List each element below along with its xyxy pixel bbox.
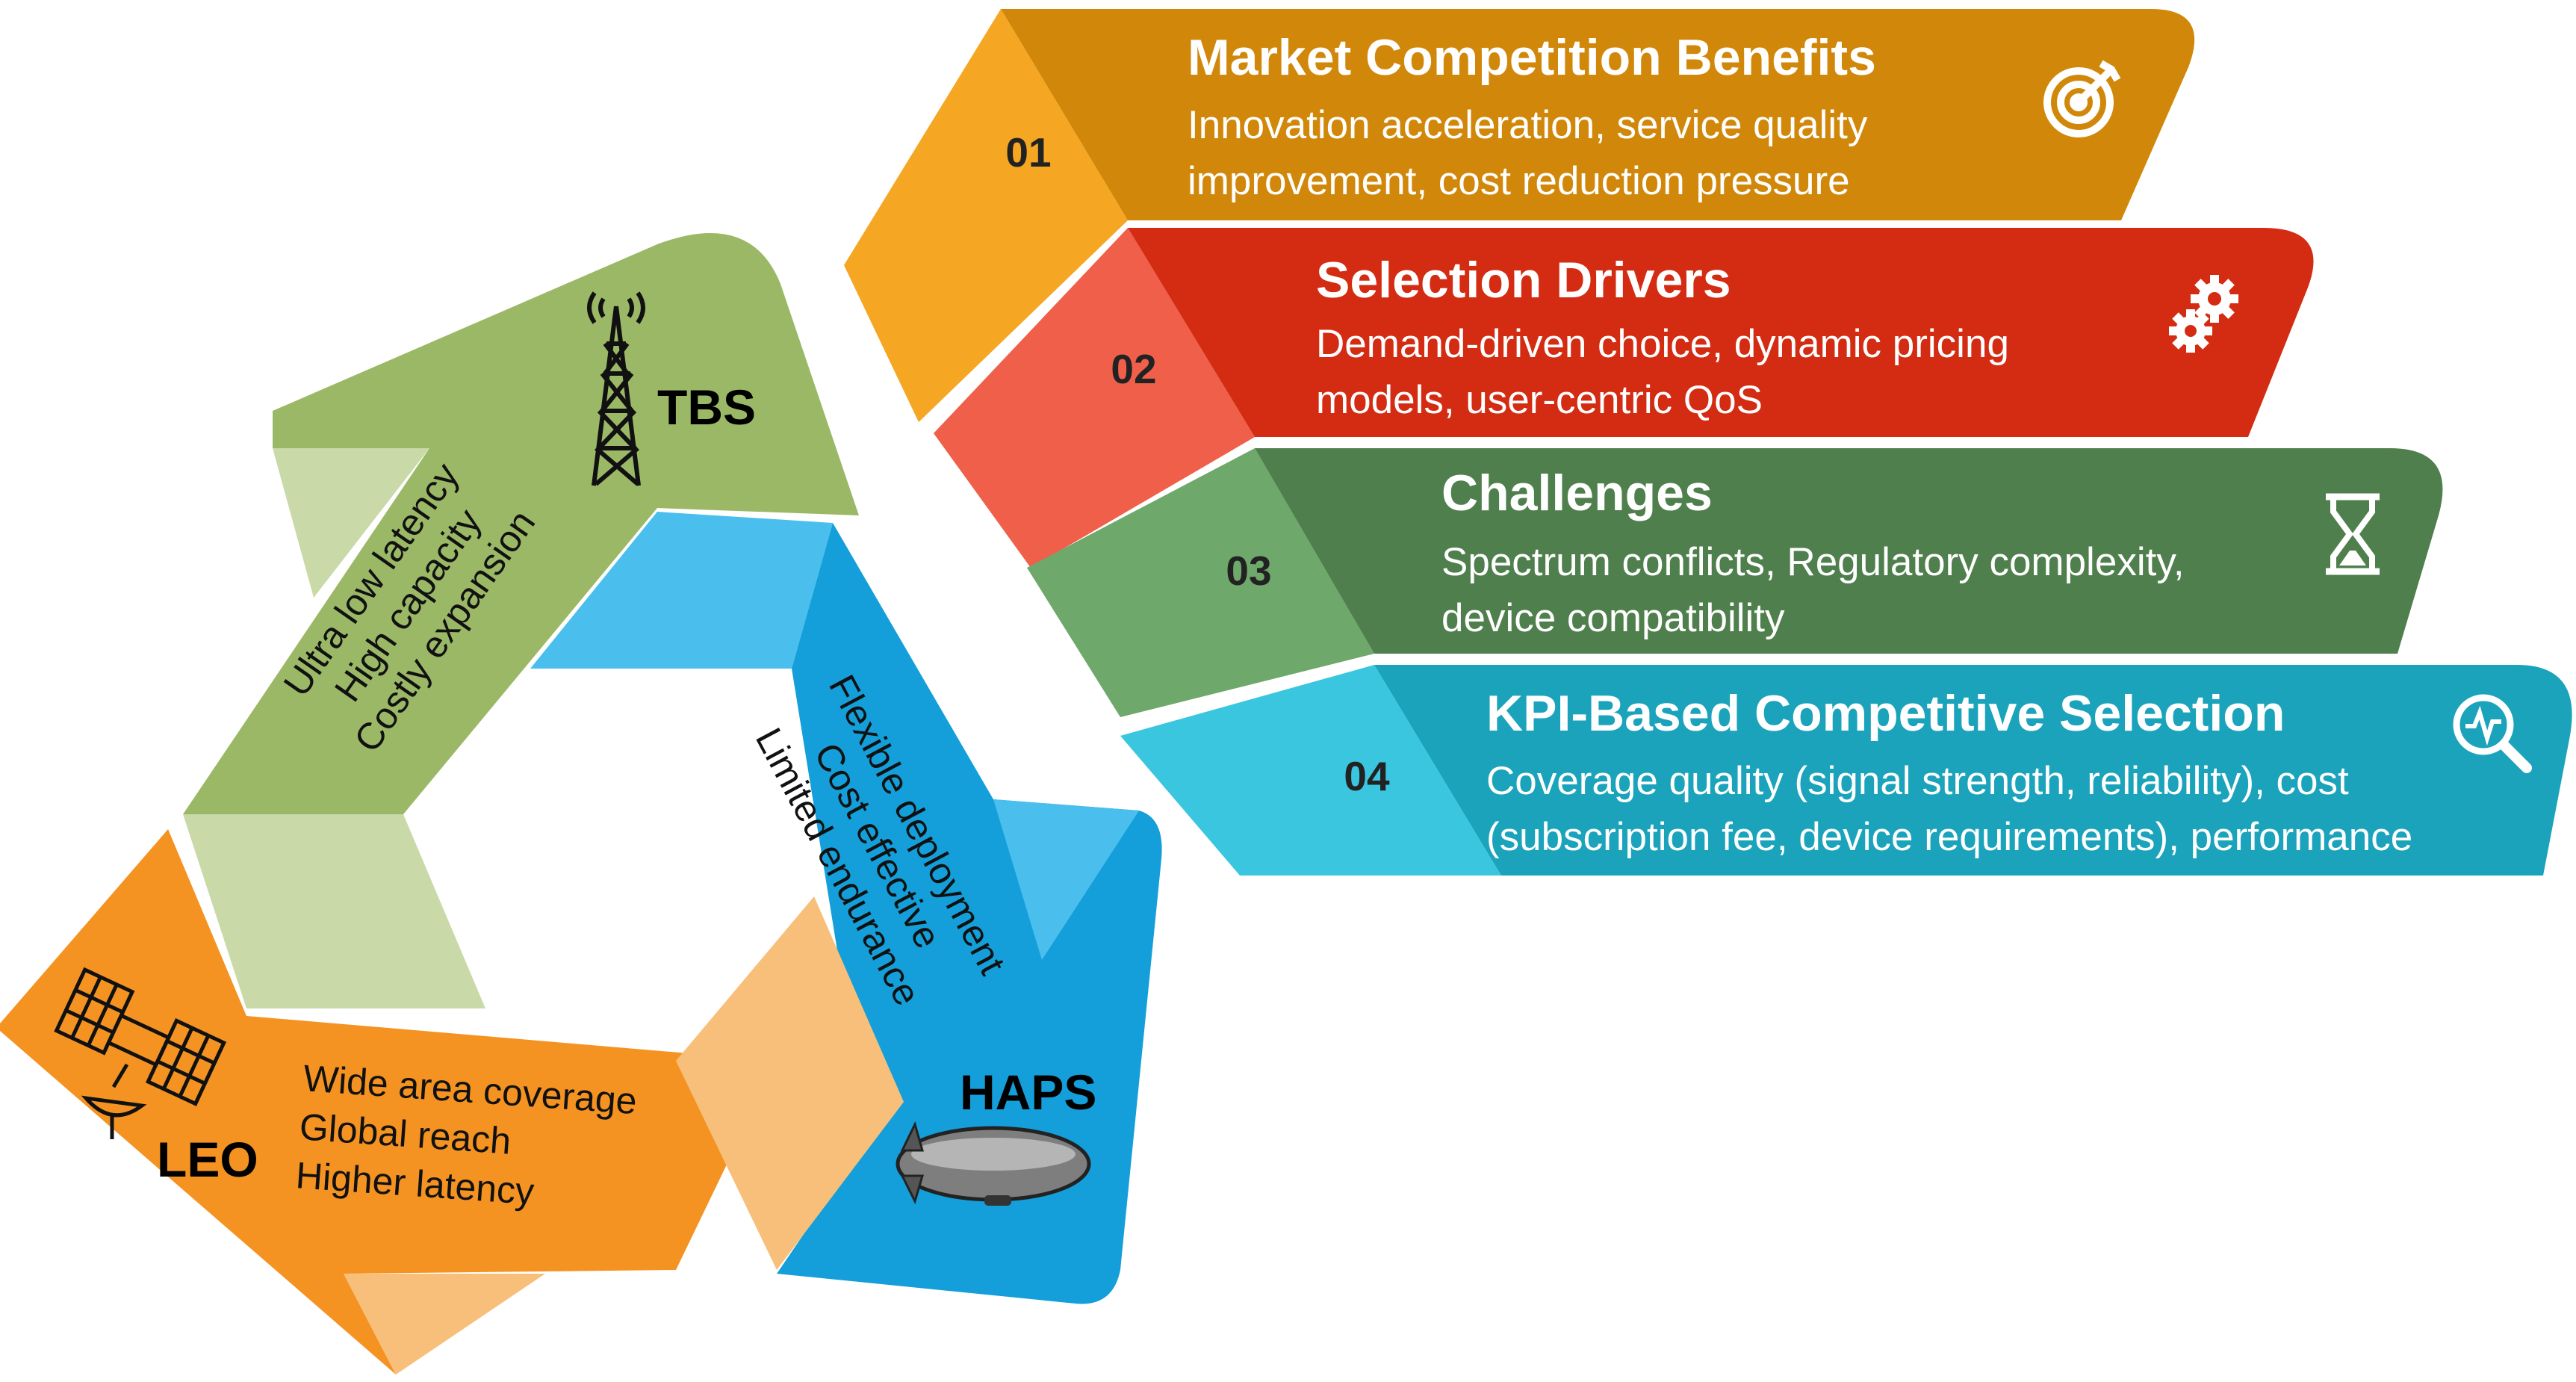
leo-arm: Wide area coverage Global reach Higher l… (0, 829, 904, 1375)
tbs-arm-fold (273, 448, 429, 598)
step-03-number: 03 (1226, 548, 1271, 594)
step-04-line2: (subscription fee, device requirements),… (1486, 815, 2412, 859)
tbs-arm-band (183, 232, 859, 814)
tbs-arm-lower (183, 814, 485, 1008)
step-01-line2: improvement, cost reduction pressure (1188, 159, 1850, 203)
step-03: 03 Challenges Spectrum conflicts, Regula… (1027, 448, 2443, 717)
leo-arm-fold-right (676, 896, 904, 1270)
step-01-line1: Innovation acceleration, service quality (1188, 103, 1868, 147)
step-01: 01 Market Competition Benefits Innovatio… (844, 9, 2195, 422)
step-01-number: 01 (1005, 129, 1051, 176)
leo-arm-fold-bottom (344, 1274, 545, 1375)
step-04: 04 KPI-Based Competitive Selection Cover… (1120, 665, 2572, 876)
step-03-band (1255, 448, 2443, 654)
step-02-line1: Demand-driven choice, dynamic pricing (1316, 322, 2009, 366)
step-04-number: 04 (1344, 753, 1390, 799)
step-03-tab (1027, 448, 1374, 717)
haps-arm-band (777, 523, 1162, 1304)
step-04-title: KPI-Based Competitive Selection (1486, 685, 2285, 742)
step-01-band (1001, 9, 2195, 220)
step-01-title: Market Competition Benefits (1188, 29, 1876, 86)
step-03-line1: Spectrum conflicts, Regulatory complexit… (1441, 540, 2185, 584)
step-04-line1: Coverage quality (signal strength, relia… (1486, 759, 2349, 803)
leo-label: LEO (157, 1132, 258, 1187)
step-02-band (1128, 228, 2314, 437)
step-02-tab (934, 228, 1255, 568)
tbs-arm: Ultra low latency High capacity Costly e… (183, 232, 859, 1008)
target-icon (2043, 60, 2121, 137)
haps-arm-top (530, 512, 833, 669)
step-04-band (1374, 665, 2572, 876)
step-03-line2: device compatibility (1441, 596, 1785, 640)
hourglass-icon (2326, 493, 2380, 575)
airship-icon (896, 1121, 1091, 1206)
step-02-number: 02 (1111, 346, 1156, 392)
leo-arm-band (0, 829, 777, 1375)
gears-icon (2169, 275, 2238, 353)
chart-magnifier-icon (2453, 694, 2532, 773)
haps-arm-fold (993, 799, 1139, 960)
tower-icon (587, 291, 645, 486)
tbs-label: TBS (657, 379, 756, 435)
step-02-line2: models, user-centric QoS (1316, 378, 1763, 422)
step-03-title: Challenges (1441, 465, 1713, 521)
step-02-title: Selection Drivers (1316, 252, 1731, 309)
satellite-icon (54, 967, 227, 1139)
step-02: 02 Selection Drivers Demand-driven choic… (934, 228, 2314, 568)
step-01-tab (844, 9, 1128, 422)
haps-label: HAPS (960, 1065, 1096, 1120)
